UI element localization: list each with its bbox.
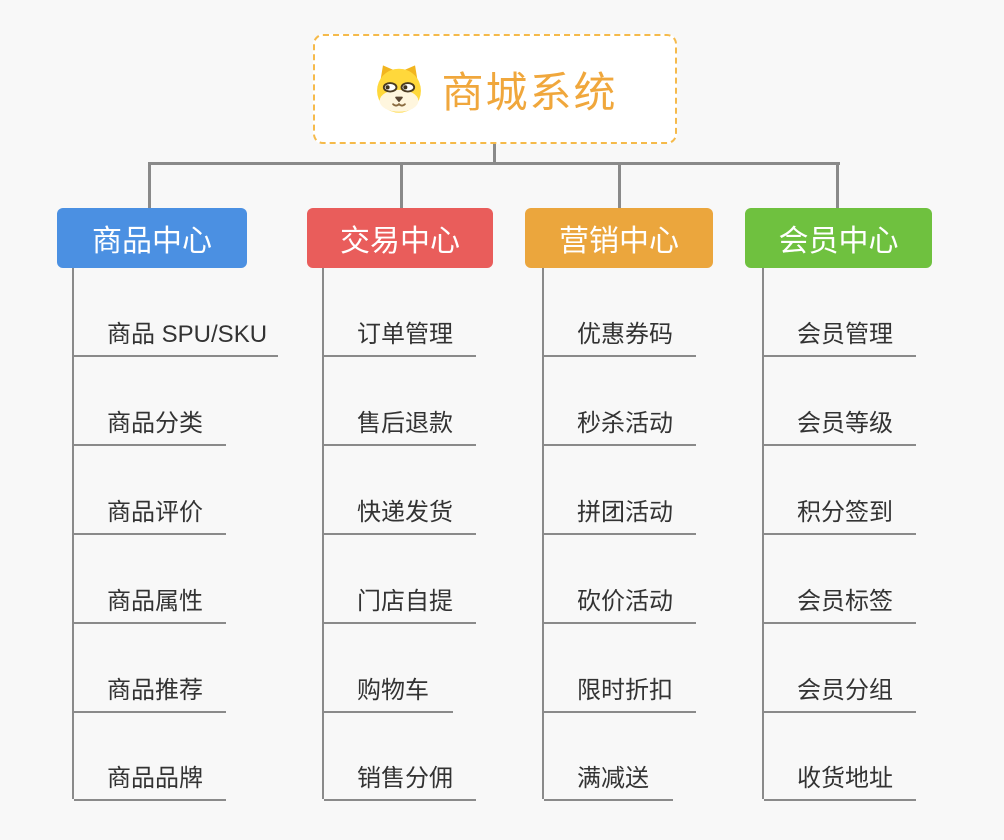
child-topic[interactable]: 秒杀活动 bbox=[544, 409, 696, 446]
child-topic[interactable]: 优惠券码 bbox=[544, 320, 696, 357]
child-topic[interactable]: 商品评价 bbox=[74, 498, 226, 535]
child-topic[interactable]: 限时折扣 bbox=[544, 676, 696, 713]
child-topic[interactable]: 售后退款 bbox=[324, 409, 476, 446]
connector-drop-member bbox=[836, 163, 839, 209]
connector-bus bbox=[148, 162, 840, 165]
connector-drop-product bbox=[148, 163, 151, 209]
child-topic[interactable]: 满减送 bbox=[544, 764, 673, 801]
child-topic[interactable]: 收货地址 bbox=[764, 764, 916, 801]
branch-label: 会员中心 bbox=[778, 225, 899, 258]
child-topic[interactable]: 商品分类 bbox=[74, 409, 226, 446]
child-topic[interactable]: 商品属性 bbox=[74, 587, 226, 624]
root-node[interactable]: 商城系统 bbox=[313, 34, 677, 144]
branch-member-center[interactable]: 会员中心 bbox=[745, 208, 932, 268]
children-trade-center: 订单管理 售后退款 快递发货 门店自提 购物车 销售分佣 bbox=[322, 268, 476, 801]
child-topic[interactable]: 砍价活动 bbox=[544, 587, 696, 624]
child-topic[interactable]: 门店自提 bbox=[324, 587, 476, 624]
child-topic[interactable]: 会员管理 bbox=[764, 320, 916, 357]
connector-drop-trade bbox=[400, 163, 403, 209]
child-topic[interactable]: 会员分组 bbox=[764, 676, 916, 713]
children-marketing-center: 优惠券码 秒杀活动 拼团活动 砍价活动 限时折扣 满减送 bbox=[542, 268, 696, 801]
child-topic[interactable]: 订单管理 bbox=[324, 320, 476, 357]
child-topic[interactable]: 会员等级 bbox=[764, 409, 916, 446]
child-topic[interactable]: 商品 SPU/SKU bbox=[74, 320, 278, 357]
child-topic[interactable]: 拼团活动 bbox=[544, 498, 696, 535]
child-topic[interactable]: 商品推荐 bbox=[74, 676, 226, 713]
children-product-center: 商品 SPU/SKU 商品分类 商品评价 商品属性 商品推荐 商品品牌 bbox=[72, 268, 278, 801]
connector-drop-marketing bbox=[618, 163, 621, 209]
child-topic[interactable]: 积分签到 bbox=[764, 498, 916, 535]
branch-label: 商品中心 bbox=[92, 225, 212, 258]
dog-face-icon bbox=[377, 65, 422, 113]
child-topic[interactable]: 购物车 bbox=[324, 676, 453, 713]
branch-marketing-center[interactable]: 营销中心 bbox=[525, 208, 713, 268]
root-title: 商城系统 bbox=[441, 68, 618, 116]
child-topic[interactable]: 商品品牌 bbox=[74, 764, 226, 801]
children-member-center: 会员管理 会员等级 积分签到 会员标签 会员分组 收货地址 bbox=[762, 268, 916, 801]
child-topic[interactable]: 会员标签 bbox=[764, 587, 916, 624]
child-topic[interactable]: 销售分佣 bbox=[324, 764, 476, 801]
branch-product-center[interactable]: 商品中心 bbox=[57, 208, 247, 268]
branch-label: 营销中心 bbox=[559, 225, 679, 258]
connector-root-drop bbox=[493, 142, 496, 164]
branch-label: 交易中心 bbox=[340, 225, 460, 258]
child-topic[interactable]: 快递发货 bbox=[324, 498, 476, 535]
branch-trade-center[interactable]: 交易中心 bbox=[307, 208, 493, 268]
